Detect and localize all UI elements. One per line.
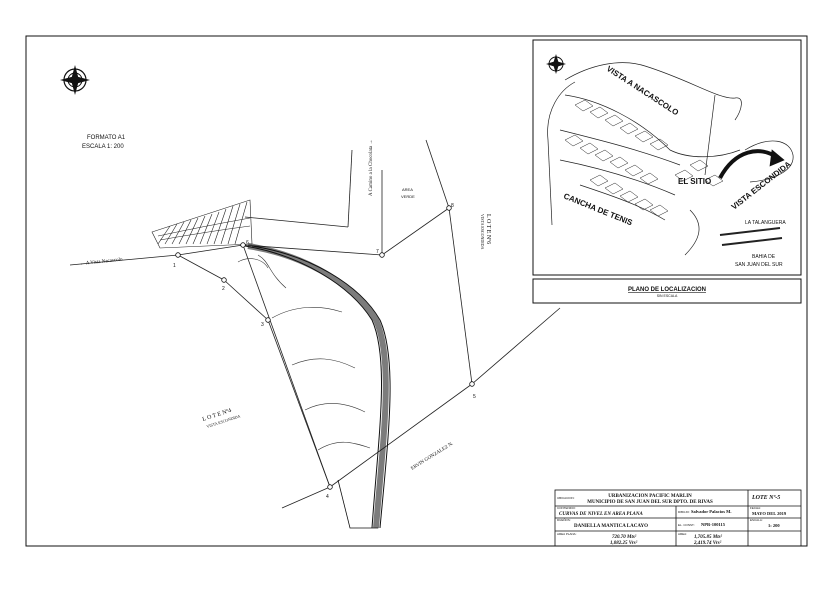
tb-fecha-label: FECHA: — [750, 506, 761, 510]
tb-area-2: 2,419.74 Vrs² — [693, 540, 722, 546]
sheet-format: FORMATO A1 — [87, 135, 126, 141]
tb-proyecto-line2: MUNICIPIO DE SAN JUAN DEL SUR DPTO. DE R… — [587, 500, 713, 505]
label-vista-nacascolo: ← A Vista Nacascolo — [80, 257, 124, 266]
tb-escala: 1: 200 — [768, 523, 780, 528]
location-plan-caption-frame — [532, 278, 802, 304]
label-lote-right-1: L O T E Nº6 — [485, 214, 491, 244]
tb-codigo: NPR-100115 — [701, 522, 726, 527]
location-map — [547, 62, 794, 256]
slope-hatching-top — [151, 199, 253, 249]
tb-duenos: DANIELLA MANTICA LACAYO — [574, 524, 648, 529]
vertex-label-6: 6 — [246, 240, 249, 246]
vertex-label-7: 7 — [376, 249, 379, 255]
label-area-verde-2: VERDE — [401, 194, 415, 199]
title-block — [554, 489, 802, 547]
tb-codigo-label: EL. CONST.: — [678, 523, 695, 527]
location-plan-title: PLANO DE LOCALIZACION — [628, 287, 706, 293]
loc-label-el-sitio: EL SITIO — [678, 177, 711, 186]
label-lote-right-2: VISTA ESCONDIDA — [480, 214, 485, 249]
tb-duenos-label: DUEÑOS: — [557, 517, 571, 522]
location-plan-frame — [532, 39, 802, 276]
loc-label-bahia-1: BAHIA DE — [752, 254, 776, 260]
loc-label-bahia-2: SAN JUAN DEL SUR — [735, 262, 783, 268]
vertex-label-8: 8 — [451, 203, 454, 209]
parcel-boundary — [69, 139, 561, 509]
tb-contenido: CURVAS DE NIVEL EN AREA PLANA — [559, 512, 643, 517]
north-arrow-small-icon — [546, 54, 566, 74]
tb-area-plana-1: 720.70 Mts² — [612, 534, 637, 540]
vertex-label-4: 4 — [326, 494, 329, 500]
tb-proyecto-line1: URBANIZACION PACIFIC MARLIN — [608, 494, 692, 499]
sheet-border — [25, 35, 808, 547]
tb-fecha: MAYO DEL 2019 — [752, 511, 787, 516]
north-arrow-icon — [60, 65, 90, 95]
tb-dibujo-label: DIBUJO: — [678, 510, 690, 514]
vertex-label-2: 2 — [222, 286, 225, 292]
contour-band — [244, 243, 391, 529]
tb-area-plana-label: AREA PLANA: — [557, 532, 577, 536]
tb-area-label: AREA: — [678, 532, 687, 536]
label-area-verde-1: AREA — [402, 187, 413, 192]
tb-area-1: 1,705.85 Mts² — [694, 534, 723, 540]
tb-area-plana-2: 1,082.25 Vrs² — [610, 540, 638, 546]
vertex-label-3: 3 — [261, 322, 264, 328]
tb-ubicacion-label: UBICACION: — [557, 496, 575, 500]
sheet-scale: ESCALA 1: 200 — [82, 144, 124, 150]
tb-escala-label: ESCALA: — [750, 518, 763, 522]
vertex-label-1: 1 — [173, 263, 176, 269]
tb-lote: LOTE Nº-5 — [751, 495, 780, 501]
location-plan-subtitle: SIN ESCALA — [657, 294, 678, 298]
vertex-label-5: 5 — [473, 394, 476, 400]
tb-contenido-label: CONTENIDO: — [557, 506, 576, 510]
loc-label-la-talanguera: LA TALANGUERA — [745, 220, 786, 226]
vertex-markers — [175, 205, 475, 490]
label-camino-chocolata: A Camino a la Chocolata → — [369, 139, 374, 196]
label-ervin: ERVIN GONZALEZ N. — [410, 442, 454, 472]
flat-area-contours — [237, 254, 371, 451]
tb-dibujo: Salvador Palacios M. — [691, 509, 732, 514]
